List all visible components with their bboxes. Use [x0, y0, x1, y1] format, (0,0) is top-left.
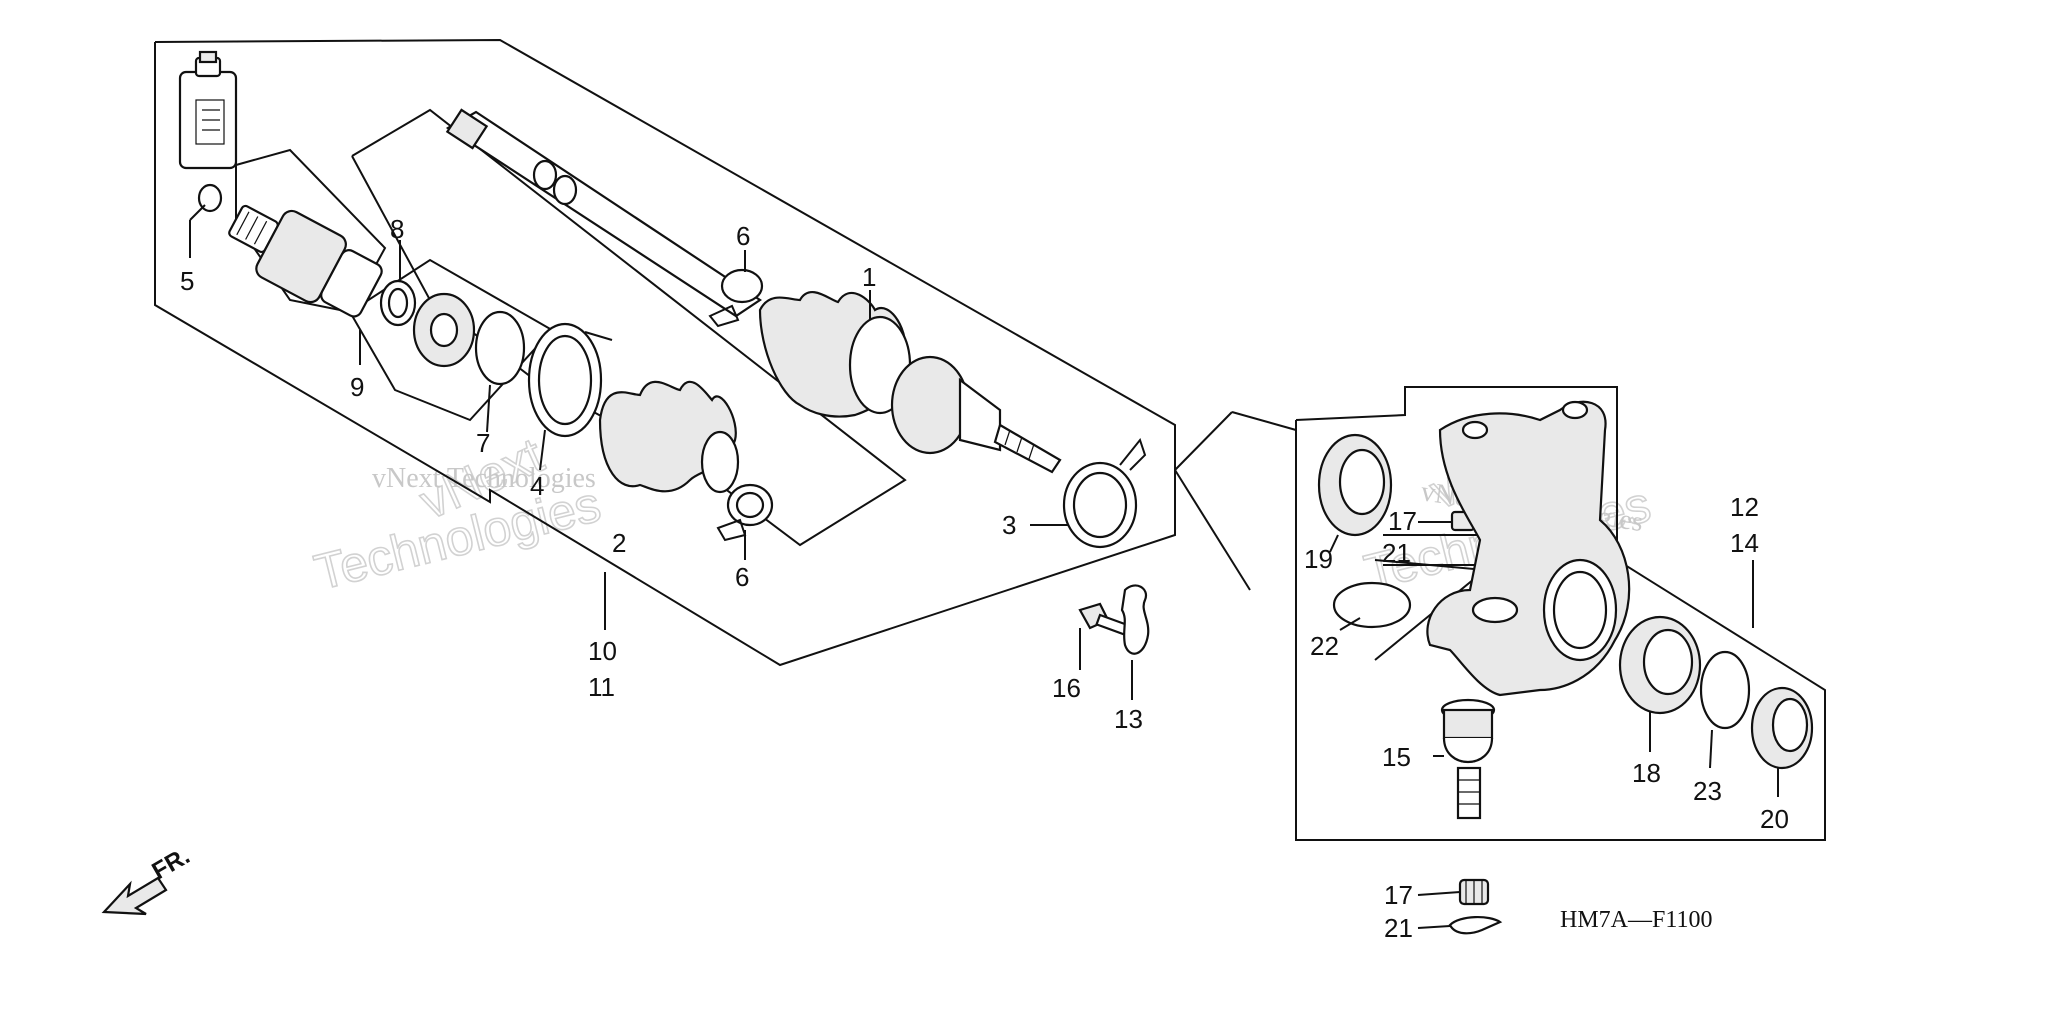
ring-part-7	[474, 310, 526, 386]
circlip-part-23	[1699, 650, 1751, 730]
assembly-outline-10-11	[154, 38, 1176, 667]
seal-part-19	[1317, 433, 1393, 537]
plate-part-13	[1120, 584, 1150, 655]
callout-20: 20	[1760, 804, 1789, 834]
front-direction-arrow: FR.	[101, 842, 194, 916]
callout-23: 23	[1693, 776, 1722, 806]
boot-part-2	[598, 380, 740, 494]
callout-16: 16	[1052, 673, 1081, 703]
inner-race	[412, 292, 476, 368]
callout-15: 15	[1382, 742, 1411, 772]
callout-19: 19	[1304, 544, 1333, 574]
steering-knuckle	[1426, 400, 1631, 697]
callout-5: 5	[180, 266, 194, 296]
seal-part-20	[1750, 686, 1814, 770]
watermark-text: vNext Technologies	[372, 463, 596, 494]
callouts: 5 8 9 6 1 7 4 2 6 3 10 11 16 13 19 17 21…	[180, 214, 1789, 943]
circlip-part-8	[379, 279, 417, 327]
outer-joint-housing	[228, 204, 383, 318]
callout-18: 18	[1632, 758, 1661, 788]
cotter-pin-part-21	[1448, 916, 1503, 935]
leader-lines	[189, 204, 1779, 929]
bolt-part-16	[1078, 602, 1130, 637]
grease-bottle	[178, 50, 238, 170]
bearing-part-18	[1618, 615, 1702, 715]
callout-1: 1	[862, 262, 876, 292]
callout-6-lower: 6	[735, 562, 749, 592]
callout-22: 22	[1310, 631, 1339, 661]
link-line-2	[1174, 469, 1251, 591]
callout-2: 2	[612, 528, 626, 558]
drive-shaft	[445, 108, 762, 318]
inboard-joint	[890, 355, 1062, 474]
snap-ring-part-22	[1332, 581, 1412, 629]
diagram-code: HM7A—F1100	[1560, 907, 1712, 933]
callout-8: 8	[390, 214, 404, 244]
ball-joint-part-15	[1440, 698, 1496, 820]
callout-21-lower: 21	[1384, 913, 1413, 943]
inboard-boot	[758, 291, 912, 418]
callout-21-upper: 21	[1382, 538, 1411, 568]
knuckle-sub-outline	[1231, 411, 1297, 431]
callout-9: 9	[350, 372, 364, 402]
boot-band-part-4	[527, 322, 613, 438]
band-part-3	[1062, 437, 1147, 549]
callout-6-upper: 6	[736, 221, 750, 251]
callout-10: 10	[588, 636, 617, 666]
callout-3: 3	[1002, 510, 1016, 540]
band-part-6-lower	[716, 483, 774, 542]
nut-part-17-lower	[1458, 878, 1490, 906]
callout-4: 4	[530, 471, 544, 501]
callout-17-upper: 17	[1388, 506, 1417, 536]
callout-14: 14	[1730, 528, 1759, 558]
callout-7: 7	[476, 428, 490, 458]
joint-outline-9b	[349, 258, 554, 422]
band-part-6-upper	[708, 268, 764, 328]
callout-12: 12	[1730, 492, 1759, 522]
link-line	[1174, 411, 1233, 471]
callout-13: 13	[1114, 704, 1143, 734]
callout-17-lower: 17	[1384, 880, 1413, 910]
callout-11: 11	[588, 672, 615, 702]
watermark-left: vNext Technologies vNext Technologies	[308, 426, 606, 601]
